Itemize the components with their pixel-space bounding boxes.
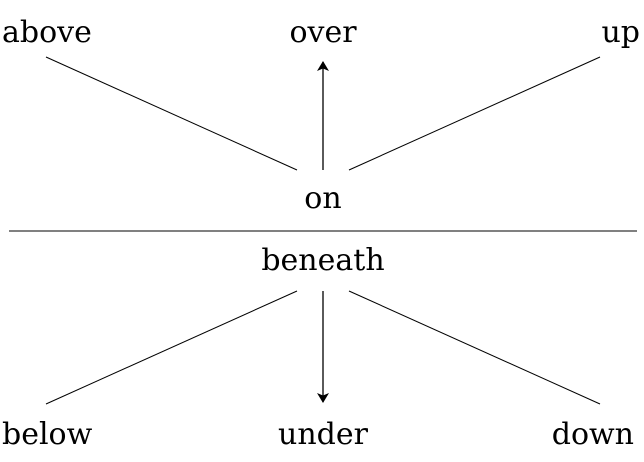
line-beneath-to-down xyxy=(348,290,601,405)
word-above: above xyxy=(2,15,92,50)
word-beneath: beneath xyxy=(261,243,385,278)
word-up: up xyxy=(601,15,640,50)
word-over: over xyxy=(289,15,357,50)
word-under: under xyxy=(278,417,368,452)
line-on-to-above xyxy=(45,56,298,171)
word-below: below xyxy=(2,417,93,452)
word-down: down xyxy=(551,417,634,452)
word-on: on xyxy=(304,181,342,216)
line-on-to-up xyxy=(348,56,601,171)
line-beneath-to-below xyxy=(45,290,298,405)
